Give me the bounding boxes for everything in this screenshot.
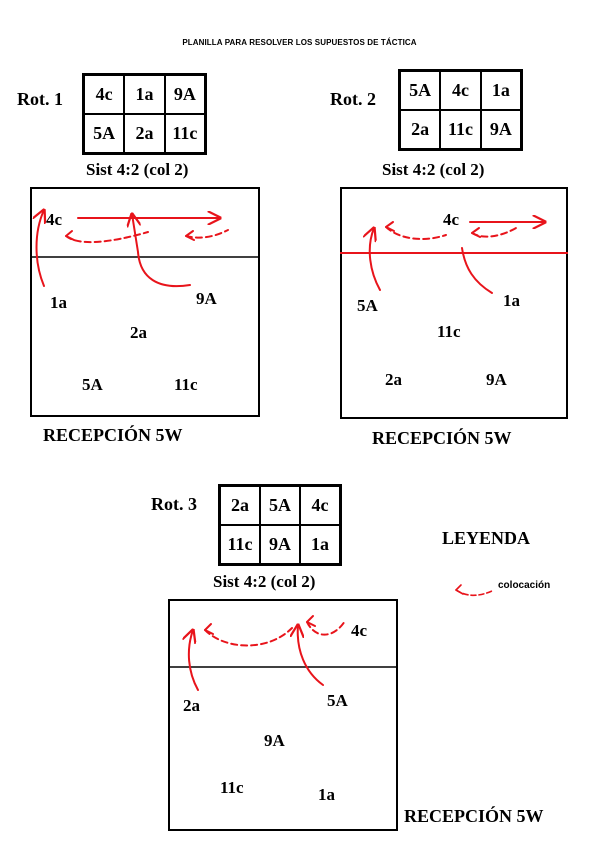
grid-cell: 5A (84, 114, 125, 153)
grid-cell: 11c (440, 110, 481, 149)
grid-cell: 9A (260, 525, 300, 564)
legend-arrowhead-icon (455, 584, 464, 595)
rotation-2-label: Rot. 2 (330, 89, 376, 109)
r2-dash-1 (385, 226, 447, 240)
legend-item-label: colocación (498, 580, 551, 591)
rotation-2-reception: RECEPCIÓN 5W (372, 428, 512, 448)
rotation-1-court (30, 187, 260, 417)
player-1a: 1a (50, 293, 67, 312)
player-4c: 4c (351, 621, 368, 640)
page-title: PLANILLA PARA RESOLVER LOS SUPUESTOS DE … (182, 38, 417, 47)
grid-cell: 5A (400, 71, 441, 110)
player-2a: 2a (130, 323, 147, 342)
rotation-1-system: Sist 4:2 (col 2) (86, 160, 189, 179)
r3-arrow-5a (298, 625, 324, 686)
player-2a: 2a (183, 696, 200, 715)
r3-head-1 (204, 623, 214, 635)
rotation-3-label: Rot. 3 (151, 494, 197, 514)
rotation-2-grid: 5A 4c 1a 2a 11c 9A (398, 69, 523, 151)
r1-arrow-1a (37, 210, 45, 287)
grid-cell: 2a (220, 486, 260, 525)
r1-dash-2 (185, 229, 229, 239)
rotation-3-grid: 2a 5A 4c 11c 9A 1a (218, 484, 342, 566)
player-5A: 5A (327, 691, 348, 710)
rotation-1-label: Rot. 1 (17, 89, 63, 109)
rotation-2-court (340, 187, 568, 419)
r1-head-1 (65, 230, 75, 241)
r3-arrow-2a (189, 630, 199, 691)
player-5A: 5A (82, 375, 103, 394)
grid-cell: 11c (164, 114, 205, 153)
grid-cell: 5A (260, 486, 300, 525)
grid-cell: 4c (300, 486, 340, 525)
r3-dash-2 (306, 620, 346, 636)
legend-title: LEYENDA (442, 528, 531, 548)
grid-cell: 4c (84, 75, 125, 114)
r1-arrow-9a (132, 214, 191, 288)
rotation-3-reception: RECEPCIÓN 5W (404, 806, 544, 826)
r1-head-2 (185, 230, 195, 241)
grid-cell: 9A (164, 75, 205, 114)
player-11c: 11c (437, 322, 461, 341)
rotation-3-court (168, 599, 398, 831)
r2-arrow-5a (370, 228, 381, 291)
grid-cell: 9A (480, 110, 521, 149)
r3-dash-1 (204, 627, 293, 647)
grid-cell: 4c (440, 71, 481, 110)
r2-head-2 (471, 227, 481, 238)
rotation-1-reception: RECEPCIÓN 5W (43, 425, 183, 445)
grid-cell: 1a (300, 525, 340, 564)
player-11c: 11c (220, 778, 244, 797)
grid-cell: 11c (220, 525, 260, 564)
rotation-2-system: Sist 4:2 (col 2) (382, 160, 485, 179)
player-1a: 1a (318, 785, 335, 804)
grid-cell: 2a (124, 114, 165, 153)
grid-cell: 1a (124, 75, 165, 114)
player-11c: 11c (174, 375, 198, 394)
player-5A: 5A (357, 296, 378, 315)
player-2a: 2a (385, 370, 402, 389)
rotation-3-system: Sist 4:2 (col 2) (213, 572, 316, 591)
grid-cell: 2a (400, 110, 441, 149)
player-9A: 9A (196, 289, 217, 308)
r2-arrow-1a (461, 247, 493, 294)
r3-head-2 (306, 615, 316, 627)
grid-cell: 1a (480, 71, 521, 110)
player-4c: 4c (46, 210, 63, 229)
rotation-1-grid: 4c 1a 9A 5A 2a 11c (82, 73, 207, 155)
player-9A: 9A (264, 731, 285, 750)
player-1a: 1a (503, 291, 520, 310)
r2-head-1 (385, 221, 395, 232)
player-4c: 4c (443, 210, 460, 229)
player-9A: 9A (486, 370, 507, 389)
